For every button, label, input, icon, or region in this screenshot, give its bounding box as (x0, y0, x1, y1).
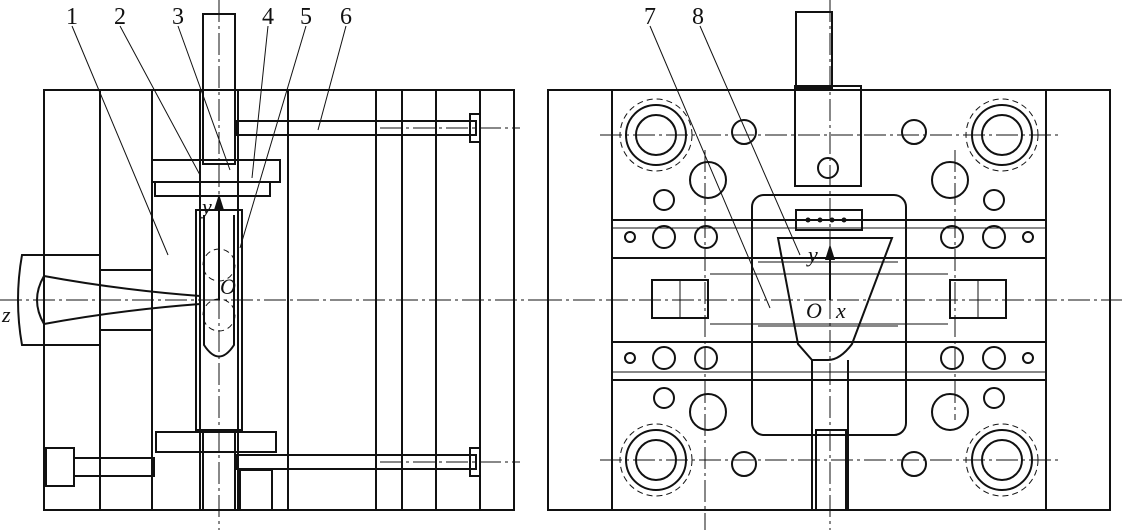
right-axis-y-label: y (806, 242, 818, 267)
right-axis-x-label: x (835, 298, 846, 323)
sprue-bushing (17, 254, 153, 346)
part-label-7: 7 (644, 4, 656, 30)
guide-pin-top (235, 120, 477, 136)
part-label-6: 6 (340, 4, 352, 30)
part-label-2: 2 (114, 4, 126, 30)
part-label-1: 1 (66, 4, 78, 30)
screw-shank (73, 457, 155, 477)
part-label-3: 3 (172, 4, 184, 30)
part-label-8: 8 (692, 4, 704, 30)
funnel-cavity (776, 237, 894, 361)
leader-lines (71, 25, 801, 309)
cavity-block (751, 194, 907, 436)
left-axis-z-label: z (1, 302, 11, 327)
left-axis-origin-label: O (220, 274, 236, 299)
screw-head (45, 447, 75, 487)
guide-pin-bottom (235, 454, 477, 470)
sprue-channel (36, 274, 201, 326)
right-axis-origin-label: O (806, 298, 822, 323)
left-section-view (0, 0, 540, 530)
part-label-4: 4 (262, 4, 274, 30)
right-plan-view (540, 0, 1122, 530)
sprue-top (795, 11, 833, 89)
part-label-5: 5 (300, 4, 312, 30)
left-axis-y-label: y (200, 194, 212, 219)
